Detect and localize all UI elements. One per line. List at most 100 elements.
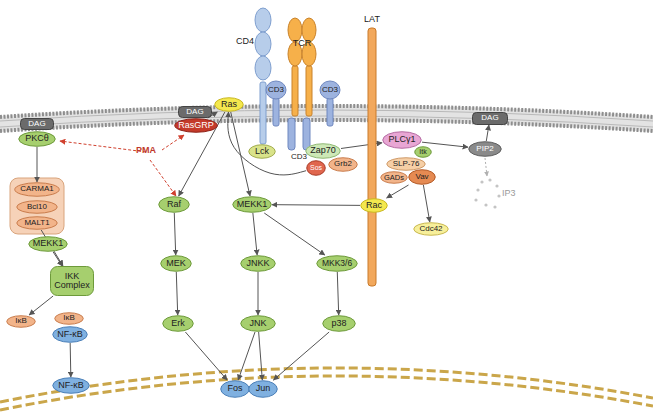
protein-oval: IκB: [54, 312, 84, 325]
node-label: Zap70: [310, 146, 336, 155]
node-label: Bcl10: [27, 203, 47, 211]
node-label: NF-κB: [57, 330, 83, 339]
node-shape: [234, 8, 274, 146]
protein-oval-outline: [55, 313, 84, 325]
signal-arrow: [70, 343, 72, 377]
text-holder: PIP2: [468, 141, 502, 157]
protein-oval-outline: [17, 201, 58, 214]
adaptor-bar-outline: [368, 28, 376, 286]
node-label: TCR: [293, 39, 312, 48]
text-holder: CD4: [234, 36, 256, 48]
signal-arrow: [272, 204, 360, 206]
receptor-shape: CD3: [282, 118, 316, 164]
node-label: CD3: [268, 86, 284, 94]
signal-arrow: [337, 272, 338, 315]
node-label: MEKK1: [33, 239, 64, 248]
signal-arrow: [264, 213, 325, 255]
transcription-factor-outline: [249, 381, 278, 398]
signal-arrow: [387, 185, 409, 198]
nuclear-envelope: [0, 376, 653, 410]
text-holder: CD3: [263, 84, 289, 96]
text-holder: Bcl10: [16, 200, 58, 214]
signal-arrow: [238, 332, 255, 380]
protein-oval-outline: [241, 256, 276, 272]
receptor-shape-outline: [266, 81, 286, 126]
signal-arrow: [37, 147, 38, 182]
pma-arrow: [162, 135, 184, 150]
text-holder: NF-κB: [52, 377, 90, 394]
protein-oval-outline: [409, 170, 436, 185]
protein-oval: Rac: [360, 198, 388, 213]
text-holder: Sos: [306, 160, 326, 176]
signal-arrow: [179, 112, 225, 196]
node-label: MKK3/6: [322, 259, 352, 268]
text-holder: PLCγ1: [382, 131, 422, 149]
node-label: MEK: [166, 259, 186, 268]
node-label: PIP2: [476, 145, 493, 153]
node-label: Sos: [310, 164, 322, 171]
node-label: JNKK: [246, 259, 269, 268]
signal-arrow: [273, 332, 329, 380]
protein-oval-outline: [163, 316, 194, 332]
protein-oval: Erk: [162, 315, 194, 332]
text-holder: MEK: [160, 255, 192, 272]
node-label: p38: [331, 319, 346, 328]
node-label: Ras: [221, 100, 237, 109]
node-label: DAG: [28, 120, 45, 128]
node-label: Erk: [171, 319, 185, 328]
protein-oval: MEKK1: [232, 196, 272, 213]
protein-oval-outline: [161, 256, 192, 272]
signal-arrow: [53, 252, 62, 266]
protein-oval: SLP-76: [386, 157, 426, 171]
transcription-factor-outline: [221, 381, 250, 398]
protein-oval: IκB: [6, 315, 36, 328]
protein-oval: PLCγ1: [382, 131, 422, 149]
node-label: RasGRP: [178, 121, 214, 130]
protein-oval: Lck: [248, 144, 276, 159]
protein-oval: GADs: [380, 171, 408, 184]
protein-oval: PIP2: [468, 141, 502, 157]
protein-oval-outline: [415, 147, 432, 158]
node-label: IκB: [63, 314, 75, 322]
protein-oval: JNK: [240, 315, 276, 332]
protein-oval-outline: [19, 132, 56, 147]
node-shape: [287, 18, 317, 116]
signal-arrow: [29, 296, 53, 315]
node-label: PLCγ1: [388, 135, 415, 144]
node-label: Fos: [227, 384, 242, 393]
signal-arrow: [174, 213, 175, 255]
protein-oval-outline: [175, 119, 218, 133]
text-holder: Raf: [158, 196, 190, 213]
text-holder: IKK Complex: [50, 266, 94, 296]
receptor-shape: CD3: [319, 80, 341, 126]
lipid-box-outline: [473, 113, 508, 125]
protein-oval-outline: [383, 132, 422, 149]
text-holder: MKK3/6: [316, 255, 358, 272]
adaptor-bar: LAT: [364, 14, 380, 286]
text-holder: Rac: [360, 198, 388, 213]
node-label: JNK: [249, 319, 266, 328]
text-holder: RasGRP: [174, 118, 218, 133]
protein-oval: MEK: [160, 255, 192, 272]
protein-oval: Bcl10: [16, 200, 58, 214]
protein-oval-outline: [387, 158, 426, 171]
text-holder: JNKK: [240, 255, 276, 272]
text-holder: IκB: [54, 312, 84, 325]
text-holder: Cdc42: [413, 222, 449, 236]
coreceptor-shape: CD4: [234, 8, 274, 146]
protein-oval: Sos: [306, 160, 326, 176]
text-holder: JNK: [240, 315, 276, 332]
signal-arrow: [423, 185, 429, 222]
node-label: Lck: [255, 147, 269, 156]
signal-arrow: [259, 332, 263, 380]
text-holder: Jun: [248, 380, 278, 398]
signal-arrow: [486, 125, 489, 141]
text-holder: DAG: [472, 112, 508, 125]
protein-oval-outline: [15, 183, 60, 197]
receptor-shape-outline: [320, 81, 340, 126]
coreceptor-shape-outline: [255, 8, 271, 144]
protein-oval-outline: [233, 197, 272, 213]
